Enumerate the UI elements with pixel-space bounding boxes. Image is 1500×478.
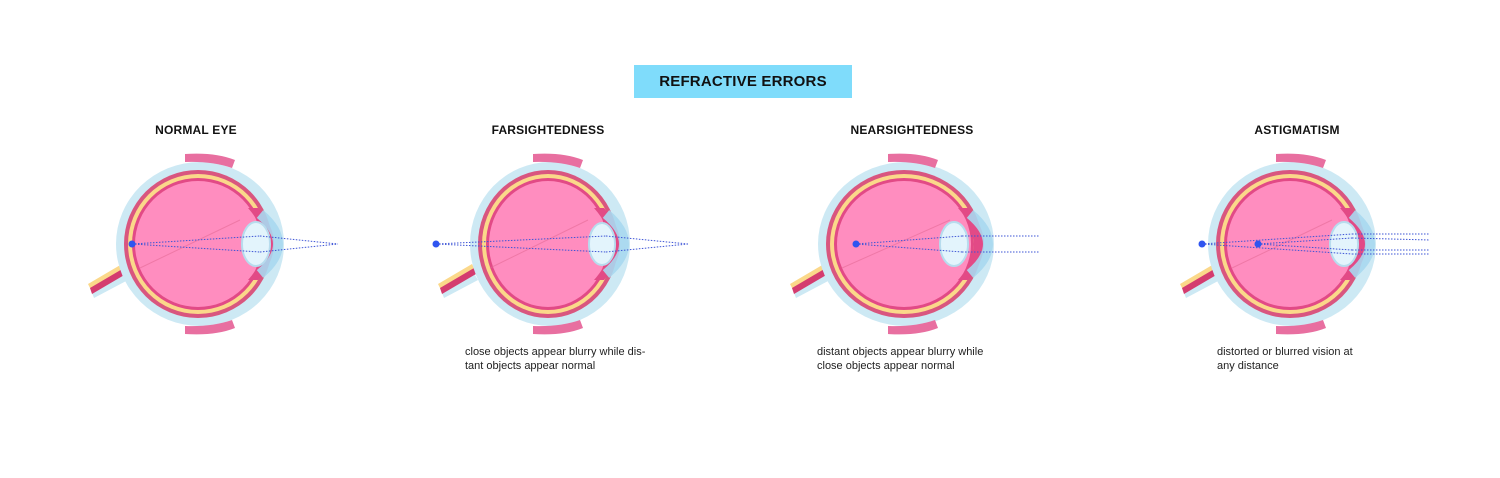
eye-anatomy-icon (88, 153, 284, 335)
eye-normal-diagram (88, 153, 339, 335)
caption-astigmatism: distorted or blurred vision at any dista… (1217, 345, 1427, 373)
caption-line: distant objects appear blurry while (817, 346, 984, 358)
lens-icon (588, 222, 616, 266)
panel-label-nearsightedness: NEARSIGHTEDNESS (850, 123, 974, 137)
caption-line: any distance (1217, 360, 1279, 372)
caption-line: tant objects appear normal (465, 360, 596, 372)
light-rays (131, 235, 339, 253)
lens-icon (939, 221, 969, 267)
focal-point-icon (1198, 240, 1206, 248)
light-rays (435, 235, 689, 253)
caption-line: close objects appear blurry while dis- (465, 346, 646, 358)
eye-nearsightedness-diagram (790, 153, 1040, 335)
caption-farsightedness: close objects appear blurry while dis- t… (465, 345, 675, 373)
focal-point-icon (1254, 240, 1262, 248)
panel-label-farsightedness: FARSIGHTEDNESS (491, 123, 605, 137)
title-box: REFRACTIVE ERRORS (634, 65, 852, 98)
eye-anatomy-icon (438, 153, 630, 335)
lens-icon (241, 221, 271, 267)
eye-anatomy-icon (790, 153, 994, 335)
caption-line: distorted or blurred vision at (1217, 346, 1353, 358)
eye-farsightedness-diagram (432, 153, 689, 335)
eye-anatomy-icon (1180, 153, 1376, 335)
panel-label-normal: NORMAL EYE (155, 123, 237, 137)
diagram-title: REFRACTIVE ERRORS (659, 73, 827, 90)
caption-line: close objects appear normal (817, 360, 955, 372)
focal-point-icon (852, 240, 860, 248)
eye-astigmatism-diagram (1180, 153, 1431, 335)
panel-label-astigmatism: ASTIGMATISM (1254, 123, 1340, 137)
light-rays (855, 235, 1040, 253)
lens-icon (1329, 221, 1359, 267)
caption-nearsightedness: distant objects appear blurry while clos… (817, 345, 1027, 373)
focal-point-icon (128, 240, 136, 248)
focal-point-icon (432, 240, 440, 248)
light-rays (1201, 233, 1431, 255)
